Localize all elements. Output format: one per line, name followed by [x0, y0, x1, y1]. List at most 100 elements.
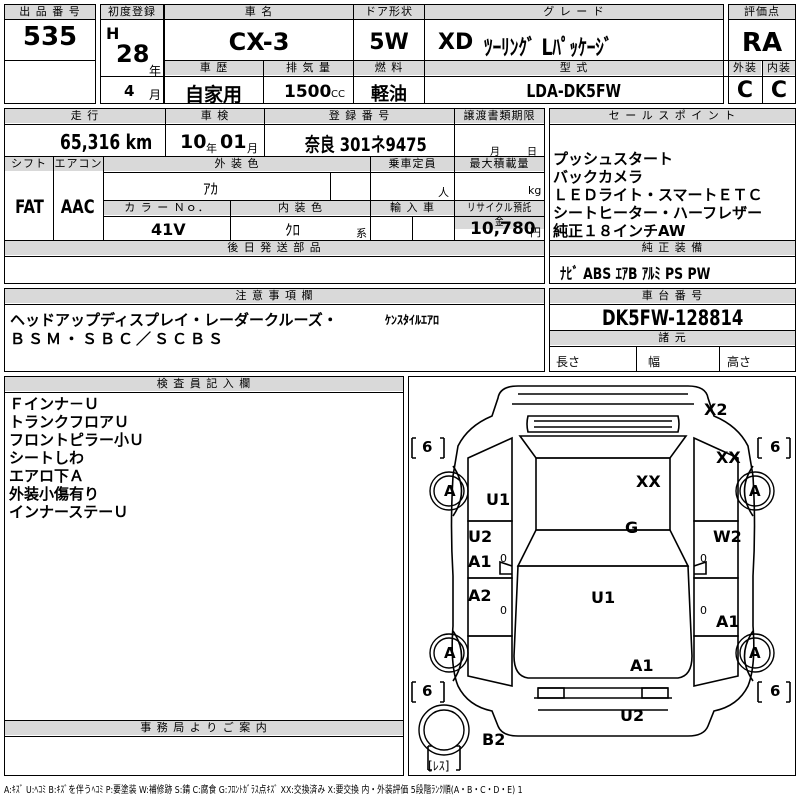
- insp-year: 10: [180, 131, 207, 153]
- later-parts-label: 後 日 発 送 部 品: [5, 241, 544, 255]
- first-reg-month: 4: [124, 82, 135, 100]
- zero-mark: 0: [500, 604, 507, 617]
- history-label: 車 歴: [165, 61, 263, 75]
- sales-point: 純正１８インチAW: [553, 222, 686, 240]
- tread-rear-left: 6: [422, 438, 433, 456]
- era: H: [106, 24, 120, 43]
- recycle-fee: 10,780: [470, 219, 536, 239]
- inspector-label: 検 査 員 記 入 欄: [5, 377, 403, 391]
- grade-label: グ レ ー ド: [425, 5, 723, 19]
- insp-month: 01: [220, 131, 247, 153]
- inspector-note: シートしわ: [9, 449, 85, 467]
- score-label: 評価点: [729, 5, 795, 19]
- int-label: 内装: [763, 61, 795, 75]
- year-unit: 年: [149, 64, 162, 78]
- lot-number: 535: [22, 22, 78, 52]
- spare-label: [ﾚｽ]: [428, 759, 450, 773]
- transfer-month-unit: 月: [490, 147, 500, 158]
- transfer-label: 譲渡書類期限: [455, 109, 544, 123]
- inspection-label: 車 検: [166, 109, 264, 123]
- history: 自家用: [184, 84, 242, 106]
- intcolor-label: 内 装 色: [231, 201, 370, 215]
- grade-xd: XD: [438, 30, 474, 55]
- damage-code: G: [625, 518, 639, 537]
- month-unit: 月: [149, 88, 162, 102]
- score-value: RA: [741, 28, 783, 58]
- mileage-label: 走 行: [5, 109, 165, 123]
- rear-right-tire: [735, 471, 775, 511]
- notes-line1-aero: ｹﾝｽﾀｲﾙｴｱﾛ: [385, 313, 440, 327]
- damage-code: U2: [468, 527, 493, 546]
- ac-label: エアコン: [54, 157, 103, 171]
- inspector-note: トランクフロアＵ: [9, 413, 130, 431]
- inspector-note: エアロ下Ａ: [9, 467, 85, 485]
- exterior-color: ｱｶ: [203, 180, 219, 198]
- registration-number: 奈良 301ネ9475: [305, 134, 427, 156]
- tire-grade-front-left: A: [444, 644, 456, 662]
- rear-left-tire: [429, 471, 469, 511]
- diagram-box: [408, 376, 796, 776]
- shift-label: シフト: [5, 157, 53, 171]
- color-number: 41V: [151, 220, 186, 239]
- legend: A:ｷｽﾞ U:ﾍｺﾐ B:ｷｽﾞを伴うﾍｺﾐ P:要塗装 W:補修跡 S:錆 …: [4, 785, 523, 796]
- damage-code: A1: [716, 612, 740, 631]
- grade-name: ﾂｰﾘﾝｸﾞ Lﾊﾟｯｹｰｼﾞ: [484, 36, 613, 61]
- tread-rear-right: 6: [770, 438, 781, 456]
- spare-tire: [418, 704, 470, 756]
- tire-grade-rear-right: A: [749, 482, 761, 500]
- colorno-label: カ ラ ー Ｎｏ．: [104, 201, 230, 215]
- recycle-unit: 円: [530, 226, 541, 239]
- grade-box: [424, 4, 724, 104]
- inspector-note: Ｆインナ－Ｕ: [9, 395, 100, 413]
- car-diagram: [411, 385, 791, 771]
- inspector-note: 外装小傷有り: [9, 485, 100, 503]
- lot-box: [4, 4, 96, 104]
- first-reg-label: 初度登録: [101, 5, 163, 19]
- damage-code: X2: [704, 400, 728, 419]
- damage-code: A1: [468, 552, 492, 571]
- office-label: 事 務 局 よ り ご 案 内: [5, 721, 403, 735]
- ext-label: 外装: [729, 61, 761, 75]
- inspector-notes: Ｆインナ－Ｕ トランクフロアＵ フロントピラー小Ｕ シートしわ エアロ下Ａ 外装…: [9, 395, 144, 521]
- sales-point: シートヒーター・ハーフレザー: [553, 204, 763, 222]
- height-label: 高さ: [727, 355, 752, 369]
- displacement-label: 排 気 量: [264, 61, 353, 75]
- damage-code: XX: [716, 448, 741, 467]
- insp-year-unit: 年: [206, 142, 217, 155]
- cc-unit: CC: [331, 89, 345, 100]
- chassis-label: 車 台 番 号: [550, 289, 795, 303]
- inspector-note: フロントピラー小Ｕ: [9, 431, 145, 449]
- sales-point: プッシュスタート: [553, 150, 674, 168]
- recycle-label: リサイクル預託金: [455, 201, 544, 229]
- first-reg-box: [100, 4, 164, 104]
- notes-label: 注 意 事 項 欄: [5, 289, 544, 303]
- damage-code: W2: [713, 527, 742, 546]
- capacity-label: 乗車定員: [371, 157, 454, 171]
- car-name-label: 車 名: [165, 5, 353, 19]
- import-label: 輸 入 車: [371, 201, 454, 215]
- sales-point: バックカメラ: [553, 168, 644, 186]
- fuel: 軽油: [371, 84, 407, 105]
- load-unit: kg: [528, 184, 542, 197]
- fuel-label: 燃 料: [354, 61, 424, 75]
- front-left-tire: [429, 633, 469, 673]
- zero-mark: 0: [700, 604, 707, 617]
- tread-front-left: 6: [422, 682, 433, 700]
- zero-mark: 0: [500, 552, 507, 565]
- ext-grade: C: [736, 78, 754, 103]
- damage-code: A2: [468, 586, 492, 605]
- damage-code: XX: [636, 472, 661, 491]
- front-right-tire: [735, 633, 775, 673]
- info-box: [4, 108, 545, 284]
- lot-label: 出 品 番 号: [5, 5, 95, 19]
- car-name: CX-3: [228, 28, 290, 56]
- chassis-number: DK5FW-128814: [601, 306, 744, 330]
- specs-label: 諸 元: [550, 331, 795, 345]
- model: LDA-DK5FW: [526, 81, 622, 102]
- notes-box: [4, 288, 545, 372]
- damage-code: U1: [486, 490, 511, 509]
- intcolor-unit: 系: [356, 227, 367, 240]
- inspector-note: インナーステーＵ: [9, 503, 129, 521]
- regno-label: 登 録 番 号: [265, 109, 454, 123]
- interior-color: ｸﾛ: [285, 221, 301, 239]
